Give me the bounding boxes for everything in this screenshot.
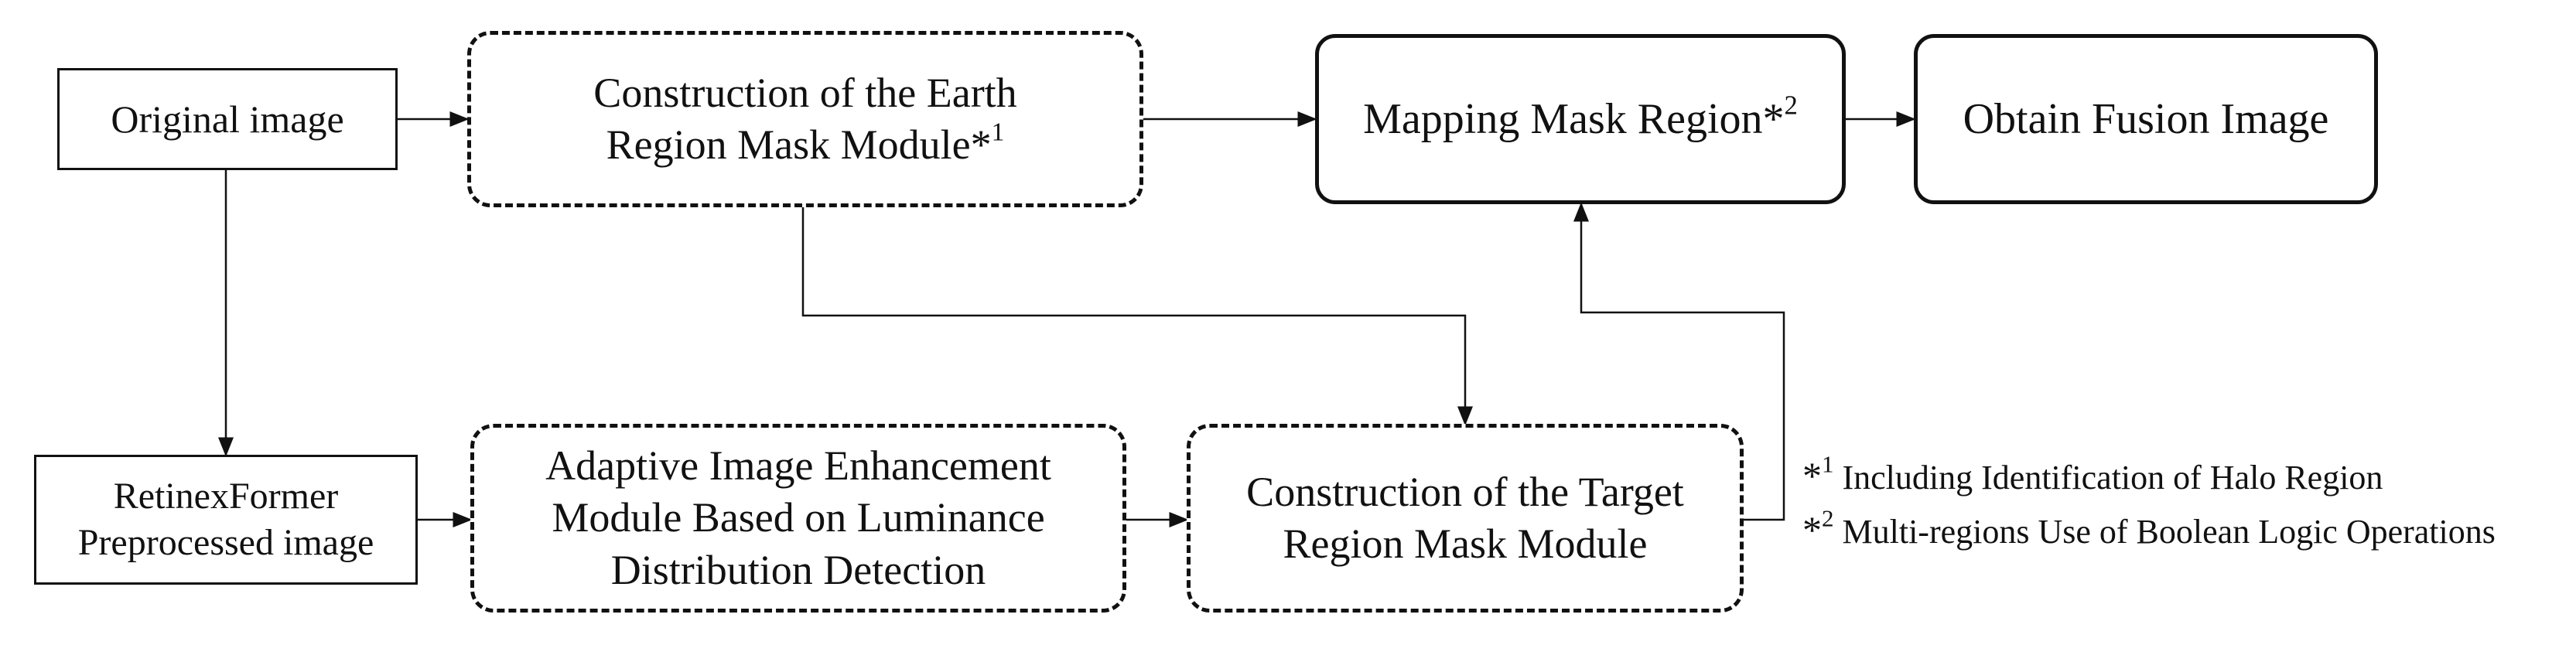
edge-target-to-mapping <box>1573 202 1785 521</box>
node-label: Construction of the Earth <box>593 69 1017 116</box>
target-region-mask-module-node: Construction of the Target Region Mask M… <box>1187 424 1744 613</box>
node-label: Module Based on Luminance <box>552 494 1045 541</box>
earth-region-mask-module-node: Construction of the Earth Region Mask Mo… <box>467 31 1143 207</box>
original-image-node: Original image <box>57 68 398 170</box>
mapping-mask-region-node: Mapping Mask Region*2 <box>1315 34 1846 204</box>
obtain-fusion-image-node: Obtain Fusion Image <box>1914 34 2378 204</box>
node-label: Obtain Fusion Image <box>1963 95 2329 143</box>
node-label: Preprocessed image <box>77 522 374 563</box>
footnote-mark: *2 <box>1802 504 1834 551</box>
node-label: Mapping Mask Region <box>1363 95 1763 143</box>
footnote-mark: 1 <box>991 118 1005 147</box>
node-label: Original image <box>111 97 344 141</box>
retinexformer-preprocessed-node: RetinexFormer Preprocessed image <box>34 455 418 585</box>
footnote-mark: 2 <box>1784 90 1798 121</box>
footnote-mark: *1 <box>1802 450 1834 497</box>
node-label: Adaptive Image Enhancement <box>545 442 1051 489</box>
footnote-text: Including Identification of Halo Region <box>1842 459 2383 497</box>
footnote-text: Multi-regions Use of Boolean Logic Opera… <box>1842 513 2496 551</box>
footnote-2: *2 Multi-regions Use of Boolean Logic Op… <box>1802 504 2496 552</box>
edge-earth-to-target <box>801 207 1473 426</box>
node-label: Region Mask Module <box>606 121 971 168</box>
node-label: RetinexFormer <box>113 476 339 517</box>
node-label: Construction of the Target <box>1246 468 1684 515</box>
footnote-1: *1 Including Identification of Halo Regi… <box>1802 450 2383 498</box>
node-label: Distribution Detection <box>610 546 986 593</box>
adaptive-image-enhancement-node: Adaptive Image Enhancement Module Based … <box>470 424 1126 613</box>
node-label: Region Mask Module <box>1283 520 1648 567</box>
